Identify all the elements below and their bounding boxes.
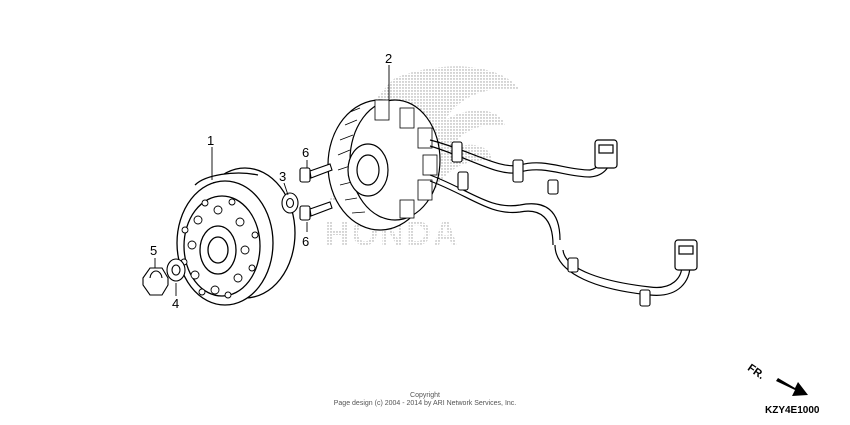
nut [142, 267, 169, 296]
bolt-top [299, 163, 333, 183]
callout-3[interactable]: 3 [279, 169, 286, 184]
front-direction-arrow-icon [776, 378, 808, 396]
callout-1[interactable]: 1 [207, 133, 214, 148]
callout-6-top[interactable]: 6 [302, 145, 309, 160]
connector-upper [594, 139, 618, 169]
connector-lower [674, 239, 698, 271]
stator-coil [327, 99, 441, 231]
callout-6-bottom[interactable]: 6 [302, 234, 309, 249]
bolt-bottom [299, 201, 333, 221]
wiring-harness [429, 139, 691, 296]
callout-2[interactable]: 2 [385, 51, 392, 66]
diagram-code: KZY4E1000 [765, 405, 820, 416]
leader-lines [154, 65, 390, 296]
flywheel [176, 167, 296, 306]
copyright-title: Copyright [410, 392, 440, 399]
callout-4[interactable]: 4 [172, 296, 179, 311]
washer-small [166, 258, 186, 282]
washer [281, 192, 299, 214]
callout-5[interactable]: 5 [150, 243, 157, 258]
copyright-text: Page design (c) 2004 - 2014 by ARI Netwo… [333, 400, 517, 407]
harness-clamps [451, 141, 651, 307]
